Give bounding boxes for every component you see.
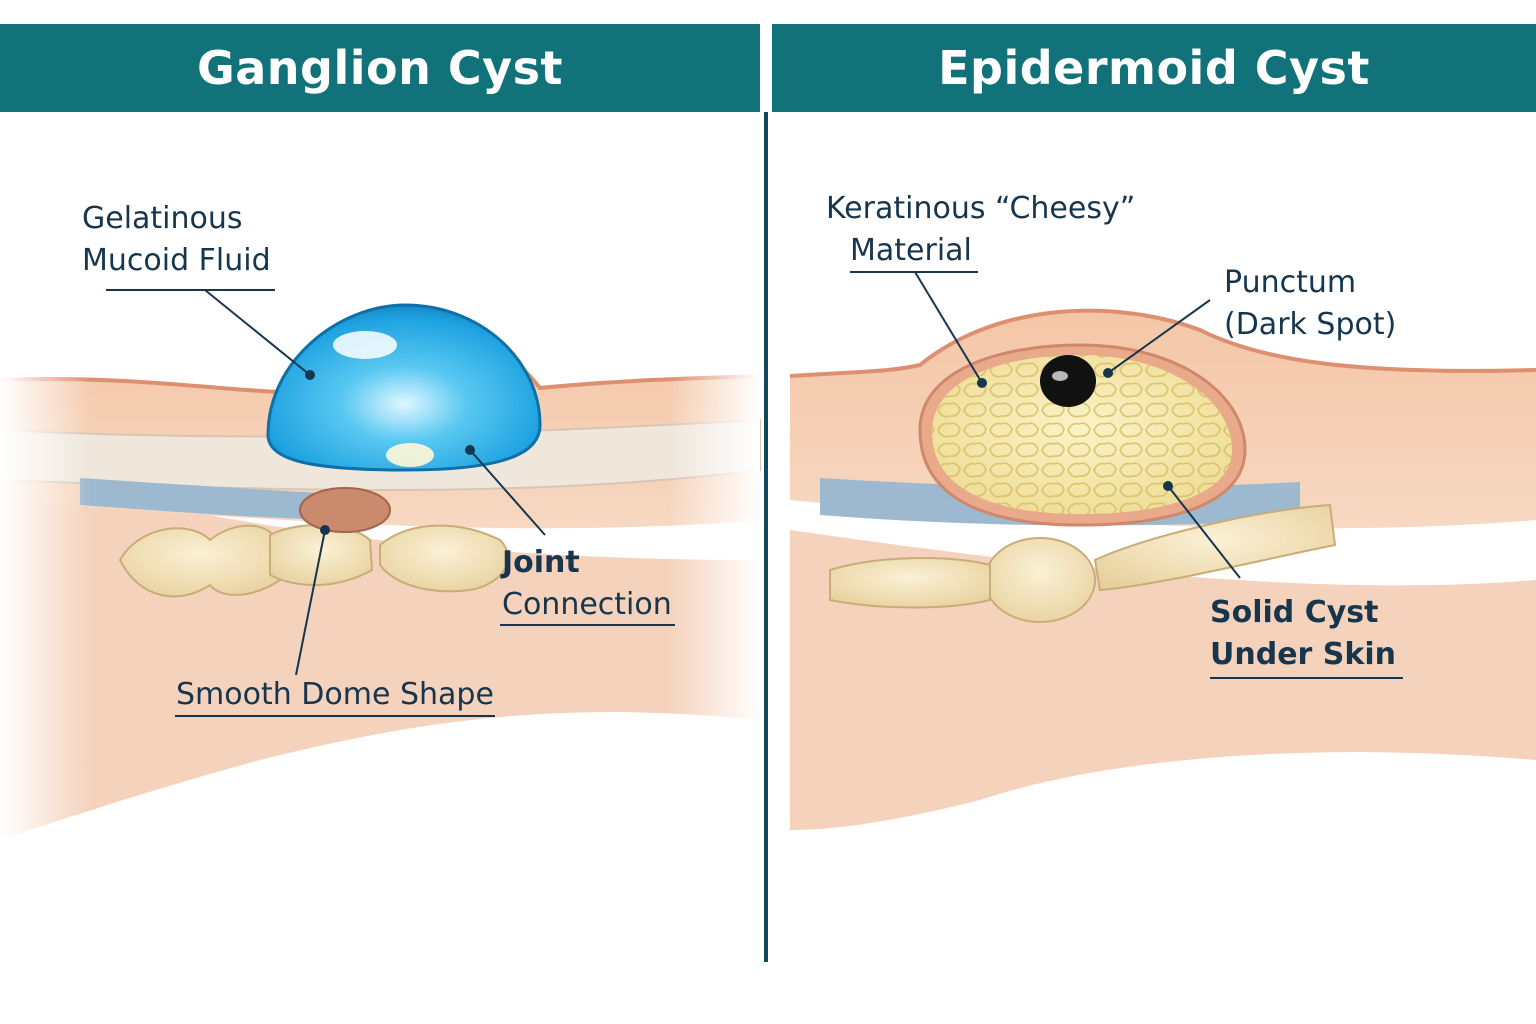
punctum-dot (1040, 355, 1096, 407)
label-solid-cyst-under-skin: Solid Cyst Under Skin (1210, 595, 1396, 672)
label-punctum: Punctum (Dark Spot) (1224, 265, 1397, 342)
ganglion-cyst-header: Ganglion Cyst (0, 24, 760, 112)
ganglion-cyst-title: Ganglion Cyst (197, 41, 563, 95)
label-smooth-dome-shape: Smooth Dome Shape (176, 677, 494, 712)
label-gelatinous-mucoid-fluid: Gelatinous Mucoid Fluid (82, 201, 271, 278)
epidermoid-cyst-header: Epidermoid Cyst (772, 24, 1536, 112)
header-gap (762, 24, 770, 112)
epidermoid-cyst-title: Epidermoid Cyst (938, 41, 1370, 95)
epidermoid-skin-lower (790, 530, 1536, 830)
label-joint-connection: Joint Connection (502, 545, 672, 622)
leader-lines (106, 271, 1403, 717)
epidermoid-skin-edge (789, 308, 1536, 378)
label-keratinous-material: Keratinous “Cheesy” Material (826, 191, 1136, 268)
panel-divider (764, 112, 768, 962)
epidermoid-anatomy (789, 308, 1536, 830)
